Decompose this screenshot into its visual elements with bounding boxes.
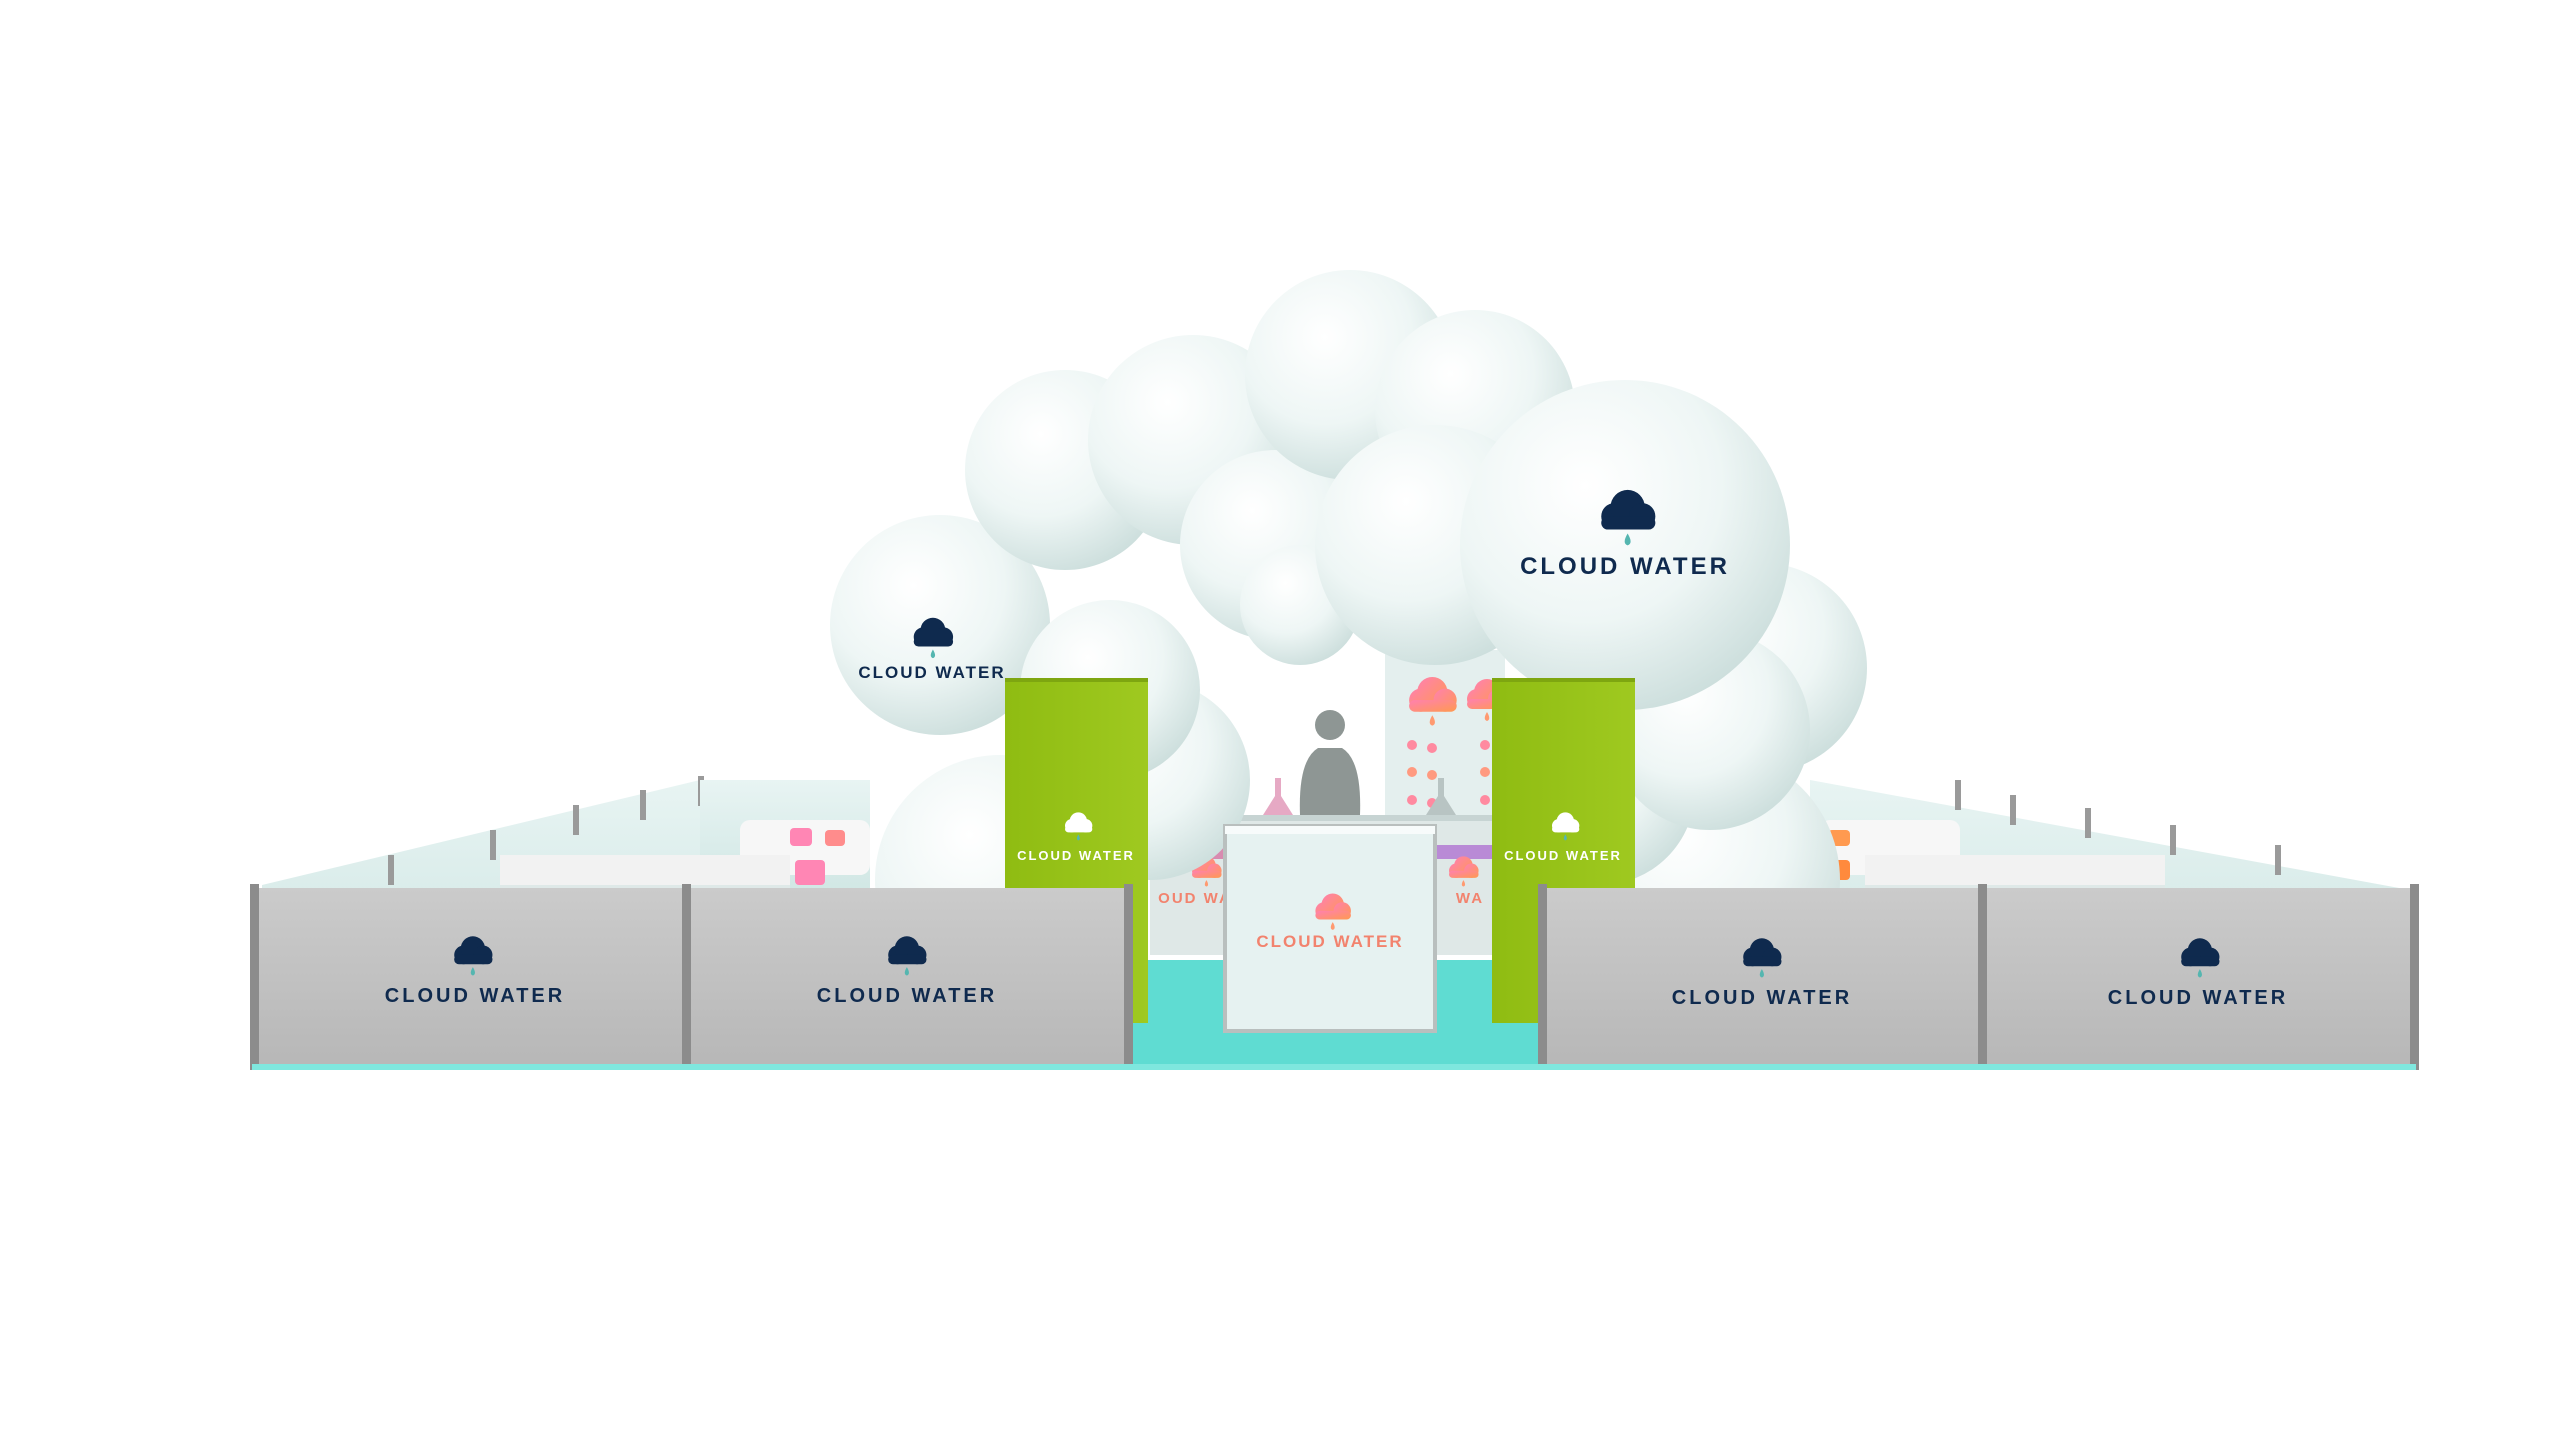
rain-graphic [1407, 676, 1508, 808]
panel-posts [250, 884, 2419, 1070]
cloud-sign-left: CLOUD WATER [858, 617, 1005, 682]
front-panel-3-label: CLOUD WATER [1672, 987, 1852, 1009]
staff-silhouette [1299, 710, 1361, 815]
back-wall-label-left: OUD WA [1158, 890, 1232, 907]
cloud-sign-left-label: CLOUD WATER [858, 663, 1005, 682]
front-panel-4-label: CLOUD WATER [2108, 987, 2288, 1009]
back-wall-label-right: WA [1456, 890, 1484, 907]
cloud-sign-right: CLOUD WATER [1520, 489, 1730, 580]
front-panel-2: CLOUD WATER [688, 888, 1128, 1068]
front-panel-3: CLOUD WATER [1542, 888, 1978, 1068]
reception-counter: CLOUD WATER [1223, 824, 1437, 1033]
front-panel-1-label: CLOUD WATER [385, 985, 565, 1007]
front-panel-2-label: CLOUD WATER [817, 985, 997, 1007]
banner-left-label: CLOUD WATER [1017, 848, 1135, 863]
banner-right-label: CLOUD WATER [1504, 848, 1622, 863]
front-panel-4: CLOUD WATER [1982, 888, 2414, 1068]
cloud-sign-right-label: CLOUD WATER [1520, 553, 1730, 580]
counter-label: CLOUD WATER [1256, 932, 1403, 951]
front-panel-1: CLOUD WATER [252, 888, 684, 1068]
floor-edge-glow [252, 1064, 2416, 1070]
